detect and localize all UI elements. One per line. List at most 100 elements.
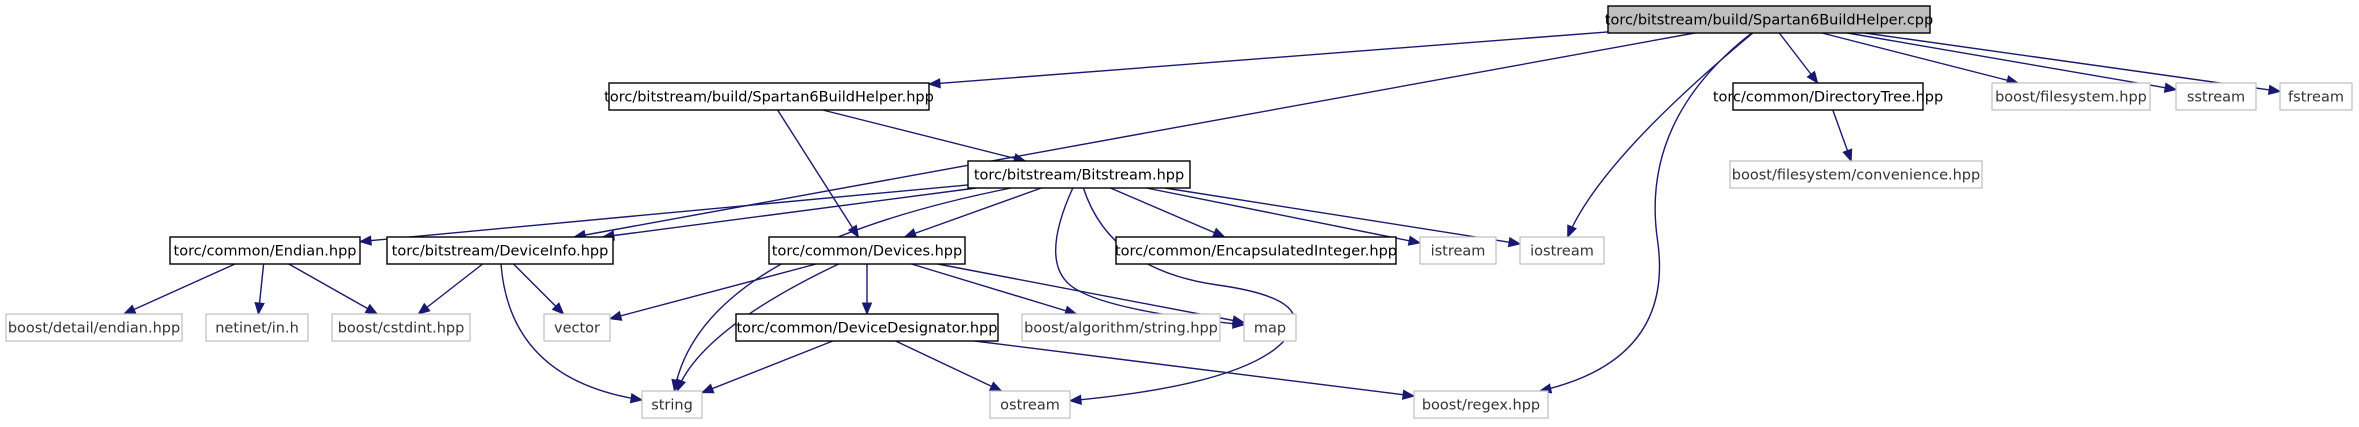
node-label: netinet/in.h (215, 321, 299, 337)
edge-root-to-s6h (927, 31, 1609, 89)
node-label: sstream (2187, 90, 2245, 106)
node-box (1991, 82, 2151, 111)
node-box (1413, 390, 1549, 419)
node-label: string (651, 398, 693, 414)
arrowhead-icon (2163, 82, 2178, 93)
arrowhead-icon (1407, 235, 1422, 246)
node-netinet: netinet/in.h (205, 313, 309, 342)
arrowhead-icon (608, 310, 623, 321)
node-s6h[interactable]: torc/bitstream/build/Spartan6BuildHelper… (604, 82, 934, 111)
edge-devices-to-map (937, 263, 1246, 326)
edge-root-to-bregex (1538, 32, 1753, 394)
node-box (2279, 82, 2353, 111)
node-label: boost/algorithm/string.hpp (1024, 321, 1218, 337)
edge-devices-to-balgo (911, 263, 1078, 316)
node-balgo: boost/algorithm/string.hpp (1021, 313, 1221, 342)
node-box (331, 313, 471, 342)
node-label: boost/filesystem.hpp (1995, 90, 2147, 106)
node-cstdint: boost/cstdint.hpp (331, 313, 471, 342)
edge-devinfo-to-string (500, 263, 644, 404)
node-bfs: boost/filesystem.hpp (1991, 82, 2151, 111)
node-box (1243, 313, 1297, 342)
arrowhead-icon (861, 302, 873, 316)
node-bregex: boost/regex.hpp (1413, 390, 1549, 419)
node-box (1729, 160, 1983, 189)
node-dirtree[interactable]: torc/common/DirectoryTree.hpp (1713, 82, 1943, 111)
node-label: boost/cstdint.hpp (338, 321, 465, 337)
node-box (967, 160, 1191, 189)
edge-devdes-to-ostream (895, 340, 1003, 392)
node-label: torc/common/DirectoryTree.hpp (1713, 90, 1943, 106)
arrowhead-icon (700, 383, 715, 394)
node-bits[interactable]: torc/bitstream/Bitstream.hpp (967, 160, 1191, 189)
arrowhead-icon (903, 228, 918, 239)
node-label: fstream (2288, 90, 2344, 106)
arrowhead-icon (2267, 84, 2282, 96)
node-box (1732, 82, 1924, 111)
node-istream: istream (1419, 236, 1497, 265)
edge-root-to-fstream (1864, 32, 2282, 96)
node-devdes[interactable]: torc/common/DeviceDesignator.hpp (735, 313, 999, 342)
arrowhead-icon (1806, 70, 1819, 85)
node-label: boost/regex.hpp (1422, 398, 1540, 414)
edge-endian-to-bdendian (122, 263, 236, 315)
edge-bits-to-string (671, 187, 1012, 393)
node-map: map (1243, 313, 1297, 342)
node-box (1419, 236, 1497, 265)
node-label: torc/common/EncapsulatedInteger.hpp (1115, 244, 1397, 260)
edge-s6h-to-bits (822, 109, 1027, 164)
node-box (989, 390, 1071, 419)
edge-devdes-to-bregex (974, 340, 1416, 400)
edge-devices-to-vector (608, 263, 817, 321)
edge-devices-to-string (676, 263, 839, 393)
node-label: torc/common/Endian.hpp (174, 244, 357, 260)
node-ostream: ostream (989, 390, 1071, 419)
edge-bits-to-istream (1146, 187, 1422, 246)
edge-devdes-to-string (700, 340, 834, 394)
node-devinfo[interactable]: torc/bitstream/DeviceInfo.hpp (386, 236, 614, 265)
arrowhead-icon (1567, 224, 1577, 239)
node-label: torc/common/DeviceDesignator.hpp (736, 321, 997, 337)
node-box (1519, 236, 1605, 265)
node-iostream: iostream (1519, 236, 1605, 265)
edge-root-to-sstream (1847, 32, 2178, 93)
node-box (543, 313, 611, 342)
edge-root-to-iostream (1567, 32, 1754, 239)
node-label: vector (554, 321, 600, 337)
node-label: torc/bitstream/Bitstream.hpp (974, 168, 1184, 184)
edge-root-to-dirtree (1778, 32, 1819, 85)
node-endian[interactable]: torc/common/Endian.hpp (169, 236, 361, 265)
edge-bits-to-endian (358, 184, 969, 246)
edge-bits-to-devices (903, 187, 1042, 239)
node-label: istream (1431, 244, 1486, 260)
node-label: map (1254, 321, 1286, 337)
arrowhead-icon (364, 303, 379, 315)
edge-endian-to-cstdint (288, 263, 379, 315)
arrowhead-icon (1231, 315, 1246, 326)
node-box (2175, 82, 2257, 111)
node-label: boost/filesystem/convenience.hpp (1732, 168, 1980, 184)
node-label: torc/common/Devices.hpp (772, 244, 962, 260)
arrowhead-icon (358, 235, 372, 246)
arrowhead-icon (629, 393, 644, 404)
node-label: torc/bitstream/build/Spartan6BuildHelper… (604, 90, 934, 106)
edge-root-to-devinfo (572, 32, 1695, 241)
node-box (608, 82, 930, 111)
node-box (169, 236, 361, 265)
edge-devinfo-to-vector (513, 263, 565, 315)
arrowhead-icon (122, 304, 137, 315)
arrowhead-icon (1211, 227, 1226, 238)
node-encint[interactable]: torc/common/EncapsulatedInteger.hpp (1115, 236, 1397, 265)
node-box (205, 313, 309, 342)
edges-layer (122, 31, 2282, 405)
node-devices[interactable]: torc/common/Devices.hpp (768, 236, 966, 265)
edge-endian-to-netinet (254, 263, 265, 316)
edge-devinfo-to-cstdint (417, 263, 484, 315)
node-box (5, 313, 183, 342)
node-label: boost/detail/endian.hpp (8, 321, 180, 337)
node-root[interactable]: torc/bitstream/build/Spartan6BuildHelper… (1605, 5, 1933, 34)
node-label: ostream (1000, 398, 1060, 414)
edge-dirtree-to-bfsconv (1832, 109, 1853, 163)
nodes-layer: torc/bitstream/build/Spartan6BuildHelper… (5, 5, 2353, 419)
node-label: iostream (1530, 244, 1594, 260)
